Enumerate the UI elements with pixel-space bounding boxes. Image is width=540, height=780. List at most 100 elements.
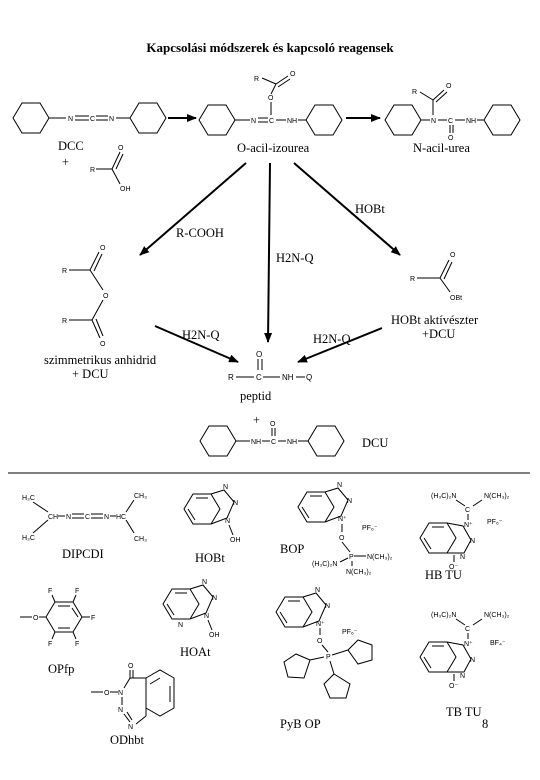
atom-n: N	[225, 518, 230, 525]
atom-n: N	[109, 116, 114, 123]
tbtu-structure: (H₃C)₂N N(CH₃)₂ C N⁺ BF₄⁻ N N O⁻	[419, 612, 510, 690]
atom-n: N	[212, 595, 217, 602]
dcu-label: DCU	[362, 436, 388, 450]
atom-r: R	[90, 167, 95, 174]
pybop-label: PyB OP	[280, 717, 321, 731]
active-ester-structure: R O OBt	[410, 252, 462, 302]
atom-c: C	[465, 626, 470, 633]
h2nq-label: H2N-Q	[182, 328, 220, 342]
atom-pf6: PF₆⁻	[362, 525, 378, 532]
atom-c: C	[465, 507, 470, 514]
carboxylic-acid-structure: R O OH	[90, 145, 131, 193]
atom-c: C	[448, 118, 453, 125]
atom-c: C	[271, 439, 276, 446]
atom-c: C	[256, 373, 262, 382]
atom-o-minus: O⁻	[449, 564, 458, 571]
atom-r: R	[228, 373, 234, 382]
cyclohexane-ring	[384, 104, 422, 136]
atom-oh: OH	[230, 537, 241, 544]
atom-r: R	[62, 268, 67, 275]
active-ester-label: HOBt aktívészter	[391, 313, 479, 327]
atom-o: O	[103, 293, 109, 300]
atom-nme2: N(CH₃)₂	[484, 493, 510, 500]
atom-q: Q	[306, 373, 312, 382]
opfp-structure: O F F F F F	[20, 588, 95, 648]
atom-h3c: H₃C	[22, 495, 35, 502]
atom-n: N	[470, 538, 475, 545]
dipcdi-label: DIPCDI	[62, 547, 104, 561]
atom-n-plus: N⁺	[338, 515, 347, 523]
atom-nme2: N(CH₃)₂	[484, 612, 510, 619]
atom-o: O	[448, 135, 454, 142]
pyrrolidine-ring	[323, 673, 351, 699]
atom-o: O	[256, 350, 262, 359]
atom-nh: NH	[287, 439, 297, 446]
atom-f: F	[75, 641, 79, 648]
atom-p: P	[349, 554, 354, 561]
atom-n: N	[337, 482, 342, 489]
cyclohexane-ring	[12, 102, 50, 134]
atom-n-plus: N⁺	[316, 620, 325, 628]
reaction-arrow	[293, 162, 401, 256]
pyrrolidine-ring	[347, 639, 373, 665]
dcc-label: DCC	[58, 139, 84, 153]
atom-n: N	[68, 116, 73, 123]
dcu-structure: NH C O NH	[199, 421, 345, 457]
atom-o: O	[118, 145, 124, 152]
atom-o-minus: O⁻	[449, 683, 458, 690]
atom-oh: OH	[209, 632, 220, 639]
atom-nme2: (H₃C)₂N	[312, 561, 337, 568]
atom-o: O	[104, 690, 110, 697]
atom-c: C	[85, 514, 90, 521]
benzene-ring	[419, 522, 457, 554]
atom-nh: NH	[466, 118, 476, 125]
cyclohexane-ring	[307, 425, 345, 457]
atom-n: N	[251, 118, 256, 125]
atom-r: R	[412, 89, 417, 96]
atom-nh: NH	[251, 439, 261, 446]
atom-n: N	[118, 690, 123, 697]
rcooh-arrow-label: R-COOH	[176, 226, 224, 240]
atom-bf4: BF₄⁻	[490, 640, 506, 647]
odhbt-structure: O N O N N	[91, 663, 175, 731]
reaction-arrow	[154, 325, 239, 363]
atom-f: F	[75, 588, 79, 595]
reaction-arrow	[297, 327, 383, 363]
hobt-structure: N N N OH	[183, 484, 241, 544]
atom-r: R	[254, 76, 259, 83]
atom-n: N	[128, 724, 133, 731]
atom-n: N	[104, 514, 109, 521]
atom-nh: NH	[282, 373, 294, 382]
atom-o: O	[268, 95, 274, 102]
atom-n: N	[118, 707, 123, 714]
atom-o: O	[450, 252, 456, 259]
atom-pf6: PF₆⁻	[487, 519, 503, 526]
opfp-label: OPfp	[48, 662, 74, 676]
o-acylisourea-label: O-acil-izourea	[237, 141, 310, 155]
atom-n: N	[470, 657, 475, 664]
pyrrolidine-ring	[283, 653, 311, 679]
atom-r: R	[62, 318, 67, 325]
cyclohexane-ring	[305, 104, 343, 136]
hbtu-structure: (H₃C)₂N N(CH₃)₂ C N⁺ PF₆⁻ N N O⁻	[419, 493, 510, 571]
atom-o: O	[128, 663, 134, 670]
dipcdi-structure: H₃C H₃C CH N C N HC CH₃ CH₃	[22, 493, 147, 543]
anhydride-structure: R O O R O	[62, 245, 109, 348]
o-acylisourea-structure: N C NH O R O	[198, 71, 343, 136]
atom-o: O	[270, 421, 276, 428]
benzene-ring	[297, 491, 335, 523]
atom-o: O	[317, 638, 323, 645]
pyridine-ring	[162, 588, 200, 620]
atom-nme2: (H₃C)₂N	[431, 493, 456, 500]
cyclohexane-ring	[199, 425, 237, 457]
n-acylurea-structure: N C O NH R O	[384, 83, 521, 142]
atom-n-plus: N⁺	[464, 521, 473, 529]
bop-label: BOP	[280, 542, 304, 556]
odhbt-label: ODhbt	[110, 733, 145, 747]
hobt-label: HOBt	[195, 551, 225, 565]
benzene-ring	[275, 596, 313, 628]
atom-n: N	[66, 514, 71, 521]
hoat-structure: N N N N OH	[162, 579, 220, 639]
atom-h3c: H₃C	[22, 535, 35, 542]
